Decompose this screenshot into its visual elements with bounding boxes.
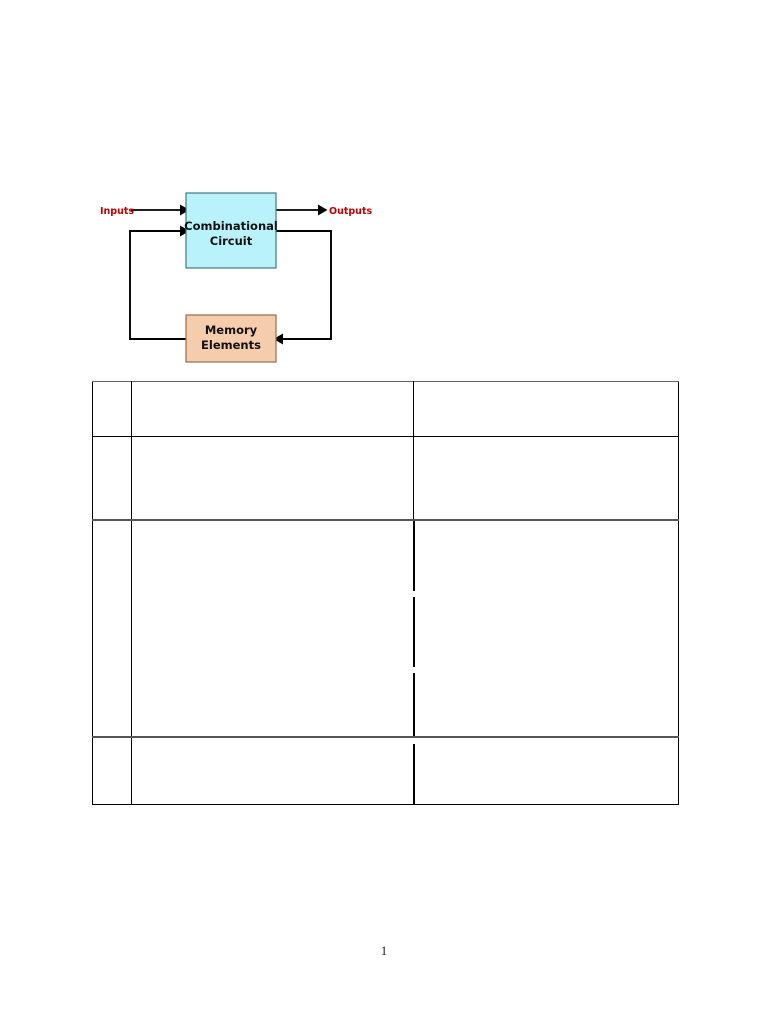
- sequential-circuit-diagram: Combinational Circuit Memory Elements In…: [90, 185, 390, 370]
- content-table: [92, 381, 679, 805]
- feedback-arrow-head-right: [273, 333, 283, 345]
- table-cell-right: [413, 737, 679, 805]
- cell-value: [93, 738, 131, 747]
- outputs-label: Outputs: [329, 206, 372, 217]
- cell-value: [93, 521, 131, 530]
- cell-value: [414, 521, 679, 530]
- memory-elements-block: [185, 314, 277, 363]
- table-row: [92, 520, 679, 738]
- combinational-circuit-block: [185, 192, 277, 269]
- column-divider-broken: [413, 738, 415, 804]
- inputs-arrow-head: [180, 204, 190, 216]
- table-cell-right: [413, 436, 679, 521]
- table-cell-number: [92, 737, 132, 805]
- cell-value: [132, 738, 414, 747]
- table-row: [92, 436, 679, 521]
- feedback-arrow-head-left: [180, 225, 190, 237]
- table-cell-right: [413, 520, 679, 738]
- table-cell-right: [413, 381, 679, 437]
- memory-elements-label-line2: Elements: [201, 338, 261, 352]
- outputs-arrow-head: [318, 204, 328, 216]
- cell-value: [132, 437, 413, 446]
- table-cell-middle: [131, 436, 414, 521]
- memory-elements-label-line1: Memory: [205, 323, 258, 337]
- feedback-wire-left: [129, 230, 186, 340]
- table-cell-number: [92, 436, 132, 521]
- table-cell-middle: [131, 520, 415, 738]
- table-cell-number: [92, 520, 132, 738]
- cell-value: [93, 437, 131, 446]
- table-row: [92, 381, 679, 437]
- combinational-circuit-label-line2: Circuit: [210, 234, 253, 248]
- page-number: 1: [380, 943, 388, 958]
- combinational-circuit-label-line1: Combinational: [184, 219, 278, 233]
- cell-value: [414, 738, 679, 747]
- cell-value: [414, 382, 678, 391]
- inputs-label: Inputs: [100, 206, 134, 217]
- column-divider-broken: [413, 521, 415, 736]
- cell-value: [93, 382, 131, 391]
- feedback-wire-right: [276, 230, 332, 340]
- table-cell-middle: [131, 381, 414, 437]
- table-cell-number: [92, 381, 132, 437]
- cell-value: [132, 521, 414, 530]
- cell-value: [414, 437, 678, 446]
- cell-value: [132, 382, 413, 391]
- table-row: [92, 737, 679, 805]
- table-cell-middle: [131, 737, 415, 805]
